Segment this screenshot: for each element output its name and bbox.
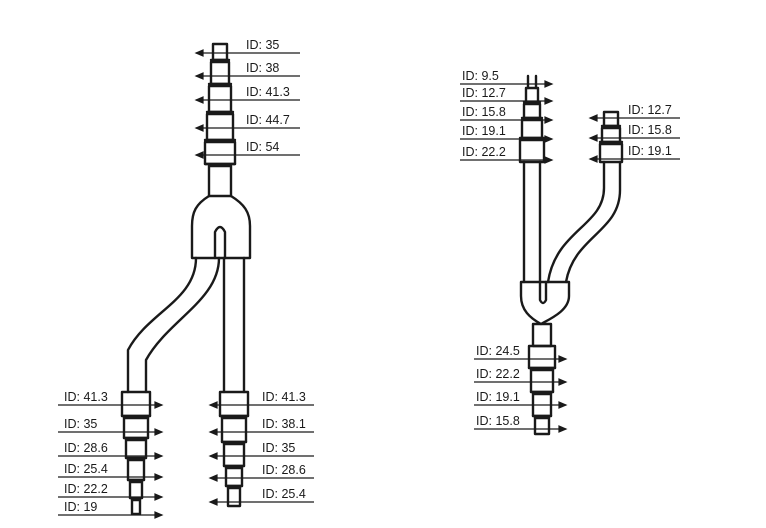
large-joint-left-outlet: [120, 390, 152, 516]
large-right-id-label: ID: 41.3: [262, 390, 306, 404]
small-right-id-label: ID: 12.7: [628, 103, 672, 117]
large-right-id-label: ID: 38.1: [262, 417, 306, 431]
large-joint-right-branch: [222, 256, 246, 394]
small-right-id-label: ID: 19.1: [628, 144, 672, 158]
large-left-id-label: ID: 25.4: [64, 462, 108, 476]
large-inlet-id-label: ID: 35: [246, 38, 280, 52]
small-left-id-label: ID: 12.7: [462, 86, 506, 100]
small-left-id-label: ID: 19.1: [462, 124, 506, 138]
small-right-id-label: ID: 15.8: [628, 123, 672, 137]
large-right-id-label: ID: 25.4: [262, 487, 306, 501]
large-left-id-label: ID: 22.2: [64, 482, 108, 496]
small-inlet-leaders: [474, 355, 568, 433]
large-joint-left-branch: [126, 256, 221, 394]
large-left-id-label: ID: 35: [64, 417, 98, 431]
small-inlet-id-label: ID: 22.2: [476, 367, 520, 381]
large-joint-right-outlet: [218, 390, 250, 508]
small-left-id-label: ID: 15.8: [462, 105, 506, 119]
large-inlet-id-label: ID: 38: [246, 61, 280, 75]
small-joint-right-outlet: [598, 110, 624, 164]
large-inlet-id-label: ID: 54: [246, 140, 280, 154]
small-right-leaders: [588, 114, 680, 163]
large-joint-body: [190, 194, 252, 260]
large-right-leaders: [208, 401, 314, 506]
large-inlet-id-label: ID: 41.3: [246, 85, 290, 99]
small-joint-left-outlet: [518, 74, 546, 164]
small-left-id-label: ID: 22.2: [462, 145, 506, 159]
small-joint-right-branch: [546, 160, 622, 284]
large-left-leaders: [58, 401, 164, 519]
large-left-id-label: ID: 41.3: [64, 390, 108, 404]
large-left-id-label: ID: 28.6: [64, 441, 108, 455]
small-left-id-label: ID: 9.5: [462, 69, 499, 83]
small-left-leaders: [460, 80, 554, 164]
large-inlet-id-label: ID: 44.7: [246, 113, 290, 127]
large-inlet-leaders: [194, 49, 300, 159]
small-joint-left-branch: [522, 160, 542, 284]
small-joint-inlet-pipe: [527, 322, 557, 436]
large-y-joint: [120, 42, 252, 516]
large-joint-inlet-pipe: [203, 42, 237, 198]
small-y-joint: [518, 74, 624, 436]
small-inlet-id-label: ID: 19.1: [476, 390, 520, 404]
large-right-id-label: ID: 28.6: [262, 463, 306, 477]
small-inlet-id-label: ID: 15.8: [476, 414, 520, 428]
large-left-id-label: ID: 19: [64, 500, 98, 514]
small-inlet-id-label: ID: 24.5: [476, 344, 520, 358]
large-right-id-label: ID: 35: [262, 441, 296, 455]
